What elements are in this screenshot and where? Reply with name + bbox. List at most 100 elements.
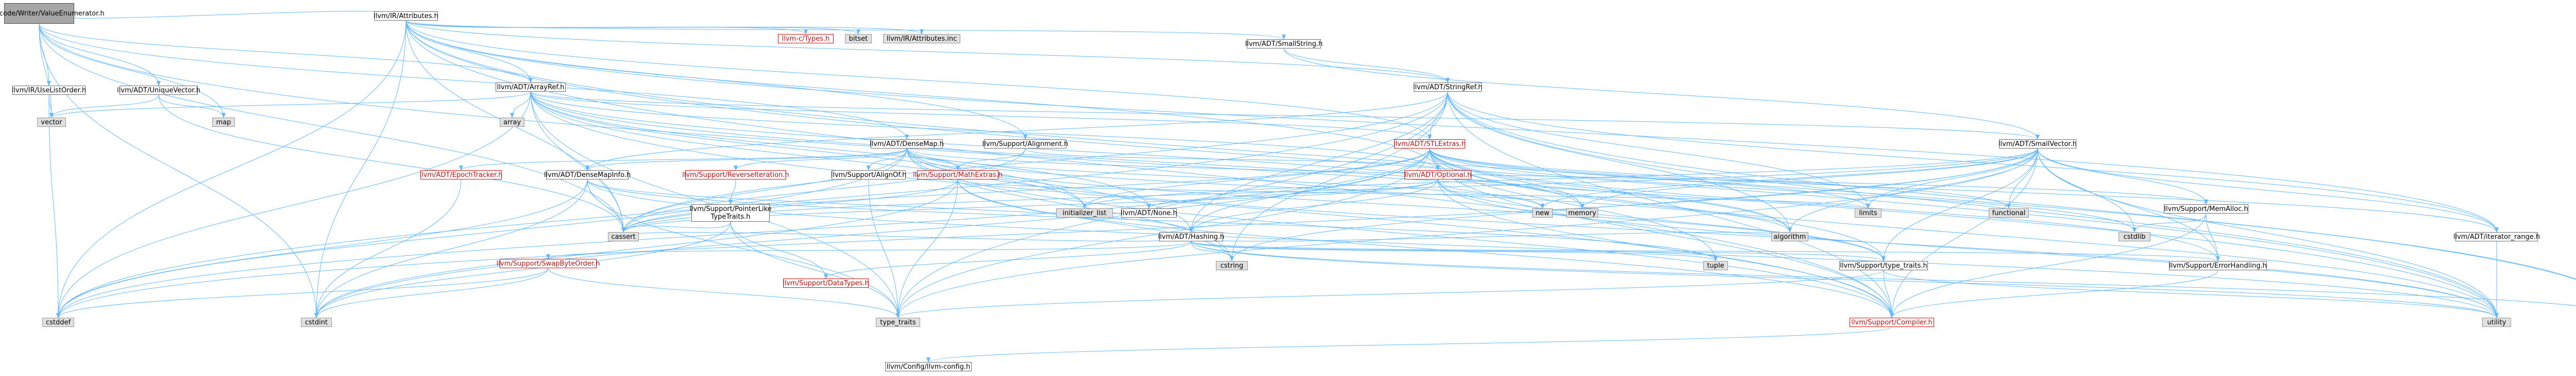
- node-memory[interactable]: memory: [1566, 208, 1598, 218]
- node-algorithm[interactable]: algorithm: [1771, 232, 1808, 241]
- node-epoch[interactable]: llvm/ADT/EpochTracker.h: [419, 170, 503, 179]
- include-edge-optional-cassert: [621, 179, 1438, 233]
- node-none[interactable]: llvm/ADT/None.h: [1121, 208, 1177, 218]
- node-ptrlike[interactable]: llvm/Support/PointerLike TypeTraits.h: [689, 204, 772, 222]
- include-edge-arrayref-initlist: [530, 91, 1087, 209]
- include-edge-densemap-compiler: [906, 148, 1894, 318]
- node-ctypes[interactable]: llvm-c/Types.h: [778, 34, 834, 43]
- node-stlextras[interactable]: llvm/ADT/STLExtras.h: [1393, 139, 1466, 149]
- node-vector[interactable]: vector: [37, 118, 66, 127]
- include-edge-swapbyte-typetraitsstd: [548, 268, 900, 318]
- node-functional[interactable]: functional: [1989, 208, 2029, 218]
- include-edge-uselist-cstddef: [48, 94, 60, 318]
- node-map[interactable]: map: [212, 118, 235, 127]
- node-attributes[interactable]: llvm/IR/Attributes.h: [374, 11, 438, 21]
- include-edge-optional-utility: [1437, 179, 2499, 318]
- node-llvmconfig[interactable]: llvm/Config/llvm-config.h: [885, 362, 972, 371]
- include-edge-ptrlike-cstdint: [314, 221, 731, 318]
- node-smallstring[interactable]: llvm/ADT/SmallString.h: [1245, 39, 1323, 48]
- node-root[interactable]: llvm/Bitcode/Writer/ValueEnumerator.h: [0, 3, 105, 24]
- node-utility[interactable]: utility: [2482, 318, 2511, 327]
- node-alignof[interactable]: llvm/Support/AlignOf.h: [831, 170, 907, 179]
- include-edge-stlextras-tuple: [1429, 148, 1718, 261]
- node-densemapinfo[interactable]: llvm/ADT/DenseMapInfo.h: [544, 170, 631, 179]
- node-initlist[interactable]: initializer_list: [1056, 208, 1113, 218]
- include-edge-smallvector-functional: [2007, 148, 2038, 209]
- node-iterrange[interactable]: llvm/ADT/iterator_range.h: [2453, 232, 2540, 241]
- node-cstdlib[interactable]: cstdlib: [2119, 232, 2150, 241]
- include-edge-stringref-compiler: [1447, 91, 1894, 318]
- node-swapbyte[interactable]: llvm/Support/SwapByteOrder.h: [496, 259, 600, 268]
- node-tuple[interactable]: tuple: [1703, 261, 1728, 270]
- node-cassert[interactable]: cassert: [608, 232, 639, 241]
- include-edge-uniquevector-vector: [49, 94, 159, 118]
- node-new[interactable]: new: [1532, 208, 1553, 218]
- include-edge-smallstring-stringref: [1283, 48, 1450, 83]
- node-uselist[interactable]: llvm/IR/UseListOrder.h: [11, 86, 87, 95]
- include-edge-stringref-algorithm: [1447, 91, 1792, 233]
- include-edge-densemap-mathextras: [906, 148, 960, 171]
- node-typetraitsstd[interactable]: type_traits: [876, 318, 920, 327]
- include-edge-stringref-densemapinfo: [585, 91, 1448, 171]
- include-edge-attributes-stlextras: [405, 20, 1432, 140]
- node-densemap[interactable]: llvm/ADT/DenseMap.h: [870, 139, 944, 149]
- include-edge-uniquevector-map: [158, 94, 226, 118]
- include-edge-root-map: [39, 23, 226, 118]
- node-optional[interactable]: llvm/ADT/Optional.h: [1404, 170, 1472, 179]
- include-edge-densemapinfo-typetraitsstd: [587, 179, 900, 318]
- include-edge-arrayref-cassert: [530, 91, 625, 233]
- include-edge-stlextras-hashing: [1189, 148, 1430, 233]
- include-edge-swapbyte-cstdint: [314, 268, 549, 318]
- include-edge-arrayref-cstddef: [56, 91, 531, 318]
- include-edge-stlextras-limits: [1429, 148, 1870, 209]
- node-cstddef[interactable]: cstddef: [42, 318, 74, 327]
- node-array[interactable]: array: [500, 118, 524, 127]
- include-edge-optional-none: [1147, 179, 1438, 209]
- node-compiler[interactable]: llvm/Support/Compiler.h: [1850, 318, 1934, 327]
- node-attrinc[interactable]: llvm/IR/Attributes.inc: [883, 34, 960, 43]
- node-hashing[interactable]: llvm/ADT/Hashing.h: [1158, 232, 1225, 241]
- include-edge-ptrlike-typetraitsstd: [730, 221, 900, 318]
- include-edge-hashing-swapbyte: [546, 241, 1192, 259]
- node-reverseiter[interactable]: llvm/Support/ReverseIteration.h: [682, 170, 789, 179]
- include-edge-hashing-utility: [1191, 241, 2499, 318]
- include-edge-typetraits-utility: [1883, 270, 2499, 318]
- node-memalloc[interactable]: llvm/Support/MemAlloc.h: [2164, 204, 2248, 214]
- include-edge-attributes-smallstring: [405, 20, 1286, 40]
- node-typetraits[interactable]: llvm/Support/type_traits.h: [1839, 261, 1928, 270]
- node-cstdint[interactable]: cstdint: [301, 318, 332, 327]
- include-edge-densemap-utility: [906, 148, 2499, 318]
- include-edge-arrayref-stlextras: [530, 91, 1432, 140]
- node-mathextras[interactable]: llvm/Support/MathExtras.h: [913, 170, 1003, 179]
- include-edge-hashing-tuple: [1191, 241, 1718, 261]
- node-uniquevector[interactable]: llvm/ADT/UniqueVector.h: [117, 86, 200, 95]
- include-edge-stlextras-compiler: [1429, 148, 1894, 318]
- include-edge-hashing-errorhandling: [1191, 241, 2220, 261]
- node-datatypes[interactable]: llvm/Support/DataTypes.h: [783, 279, 869, 288]
- include-edge-uniquevector-cassert: [158, 94, 625, 233]
- node-alignment[interactable]: llvm/Support/Alignment.h: [982, 139, 1069, 149]
- include-edge-smallvector-iterrange: [2037, 148, 2499, 233]
- include-edge-root-arrayref: [39, 23, 533, 83]
- include-edge-densemap-alignof: [867, 148, 907, 171]
- include-edge-stlextras-iterrange: [1429, 148, 2499, 233]
- node-arrayref[interactable]: llvm/ADT/ArrayRef.h: [496, 83, 566, 92]
- include-edge-stlextras-algorithm: [1429, 148, 1792, 233]
- include-edge-attributes-stringref: [405, 20, 1450, 83]
- include-edge-attributes-optional: [405, 20, 1440, 171]
- include-edge-typetraits-typetraitsstd: [896, 270, 1884, 318]
- include-edge-memalloc-compiler: [1890, 213, 2207, 318]
- include-edge-densemapinfo-hashing: [587, 179, 1193, 233]
- node-limits[interactable]: limits: [1855, 208, 1882, 218]
- node-smallvector[interactable]: llvm/ADT/SmallVector.h: [1998, 139, 2077, 149]
- node-stringref[interactable]: llvm/ADT/StringRef.h: [1413, 83, 1483, 92]
- node-bitset[interactable]: bitset: [845, 34, 872, 43]
- include-edge-root-uniquevector: [39, 23, 161, 86]
- node-errorhandling[interactable]: llvm/Support/ErrorHandling.h: [2169, 261, 2267, 270]
- include-edge-smallvector-utility: [2037, 148, 2499, 318]
- include-edge-smallvector-memalloc: [2037, 148, 2208, 205]
- include-edge-optional-compiler: [1437, 179, 1894, 318]
- include-edge-smallvector-initlist: [1082, 148, 2038, 209]
- node-cstring[interactable]: cstring: [1216, 261, 1248, 270]
- include-edge-alignment-mathextras: [956, 148, 1026, 171]
